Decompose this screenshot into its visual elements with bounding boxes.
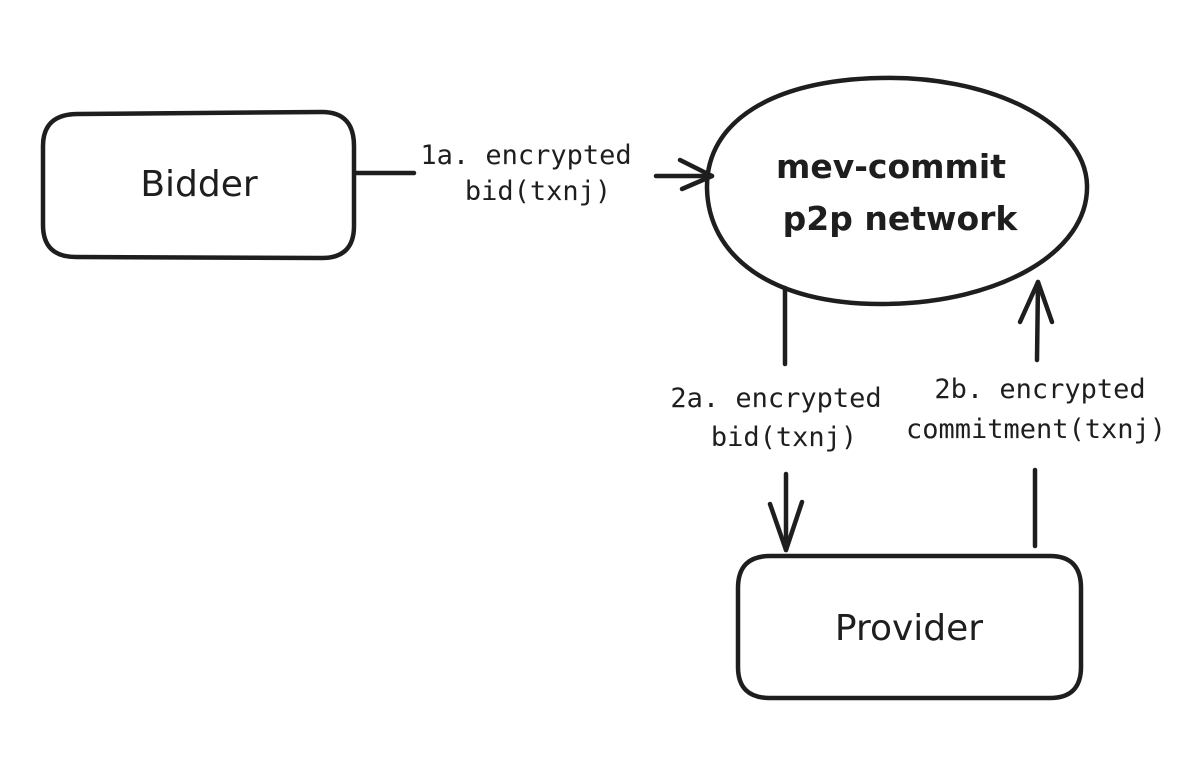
edge-1a-label-line2: bid(txnj) (465, 176, 611, 207)
edge-2b-label-line2: commitment(txnj) (906, 414, 1166, 445)
arrowhead-down-icon (767, 499, 805, 553)
network-label-line2: p2p network (783, 199, 1019, 238)
arrowhead-right-icon (677, 157, 715, 192)
bidder-box (40, 109, 357, 261)
provider-label: Provider (835, 608, 983, 649)
arrowhead-up-icon (1017, 279, 1055, 325)
network-node[interactable]: mev-commit p2p network (704, 75, 1090, 307)
edge-1a-label-line1: 1a. encrypted (420, 140, 631, 171)
edge-2a-label-line2: bid(txnj) (711, 422, 857, 453)
edge-2b-label-line1: 2b. encrypted (934, 374, 1145, 405)
edge-provider-to-network: 2b. encrypted commitment(txnj) (906, 279, 1166, 549)
network-label-line1: mev-commit (776, 147, 1006, 186)
provider-box (735, 553, 1084, 701)
edge-2a-label-line1: 2a. encrypted (670, 383, 881, 414)
bidder-label: Bidder (140, 164, 258, 205)
network-ellipse (704, 75, 1090, 307)
edge-segment-top (1034, 279, 1041, 363)
edge-network-to-provider: 2a. encrypted bid(txnj) (670, 285, 882, 553)
edge-bidder-to-network: 1a. encrypted bid(txnj) (353, 140, 715, 207)
bidder-node[interactable]: Bidder (40, 109, 357, 261)
provider-node[interactable]: Provider (735, 553, 1084, 701)
